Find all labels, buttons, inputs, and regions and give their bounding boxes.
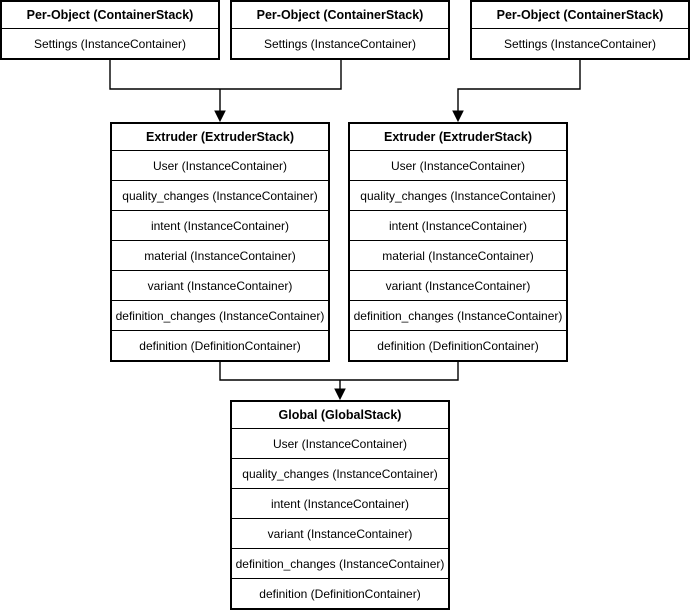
stack-row: material (InstanceContainer) bbox=[112, 240, 328, 270]
stack-row: quality_changes (InstanceContainer) bbox=[232, 458, 448, 488]
connector-perobject12-to-extruder1 bbox=[109, 59, 342, 111]
global-stack: Global (GlobalStack) User (InstanceConta… bbox=[230, 400, 450, 610]
stack-row: intent (InstanceContainer) bbox=[232, 488, 448, 518]
stack-row: User (InstanceContainer) bbox=[350, 150, 566, 180]
stack-row: Settings (InstanceContainer) bbox=[232, 28, 448, 58]
arrowhead-extruder2-icon bbox=[452, 110, 464, 123]
stack-row: intent (InstanceContainer) bbox=[350, 210, 566, 240]
per-object-stack-3: Per-Object (ContainerStack) Settings (In… bbox=[470, 0, 690, 60]
stack-row: material (InstanceContainer) bbox=[350, 240, 566, 270]
stack-title: Extruder (ExtruderStack) bbox=[146, 130, 294, 144]
connector-perobject3-to-extruder2 bbox=[457, 59, 581, 111]
stack-row: intent (InstanceContainer) bbox=[112, 210, 328, 240]
stack-row: variant (InstanceContainer) bbox=[112, 270, 328, 300]
arrowhead-global-icon bbox=[334, 388, 346, 401]
stack-title: Per-Object (ContainerStack) bbox=[496, 8, 664, 22]
stack-row: variant (InstanceContainer) bbox=[232, 518, 448, 548]
stack-row: variant (InstanceContainer) bbox=[350, 270, 566, 300]
stack-row: User (InstanceContainer) bbox=[232, 428, 448, 458]
stack-row: definition_changes (InstanceContainer) bbox=[232, 548, 448, 578]
per-object-stack-2: Per-Object (ContainerStack) Settings (In… bbox=[230, 0, 450, 60]
stack-row: quality_changes (InstanceContainer) bbox=[350, 180, 566, 210]
stack-row: definition (DefinitionContainer) bbox=[350, 330, 566, 360]
stack-row: definition (DefinitionContainer) bbox=[112, 330, 328, 360]
stack-row: definition_changes (InstanceContainer) bbox=[112, 300, 328, 330]
stack-title: Global (GlobalStack) bbox=[278, 408, 402, 422]
stack-title: Per-Object (ContainerStack) bbox=[26, 8, 194, 22]
extruder-stack-2: Extruder (ExtruderStack) User (InstanceC… bbox=[348, 122, 568, 362]
per-object-stack-1: Per-Object (ContainerStack) Settings (In… bbox=[0, 0, 220, 60]
extruder-stack-1: Extruder (ExtruderStack) User (InstanceC… bbox=[110, 122, 330, 362]
connector-extruders-to-global bbox=[219, 359, 459, 389]
stack-row: Settings (InstanceContainer) bbox=[2, 28, 218, 58]
stack-row: User (InstanceContainer) bbox=[112, 150, 328, 180]
stack-title: Extruder (ExtruderStack) bbox=[384, 130, 532, 144]
stack-row: quality_changes (InstanceContainer) bbox=[112, 180, 328, 210]
stack-row: definition (DefinitionContainer) bbox=[232, 578, 448, 608]
stack-row: Settings (InstanceContainer) bbox=[472, 28, 688, 58]
stack-title: Per-Object (ContainerStack) bbox=[256, 8, 424, 22]
arrowhead-extruder1-icon bbox=[214, 110, 226, 123]
stack-row: definition_changes (InstanceContainer) bbox=[350, 300, 566, 330]
